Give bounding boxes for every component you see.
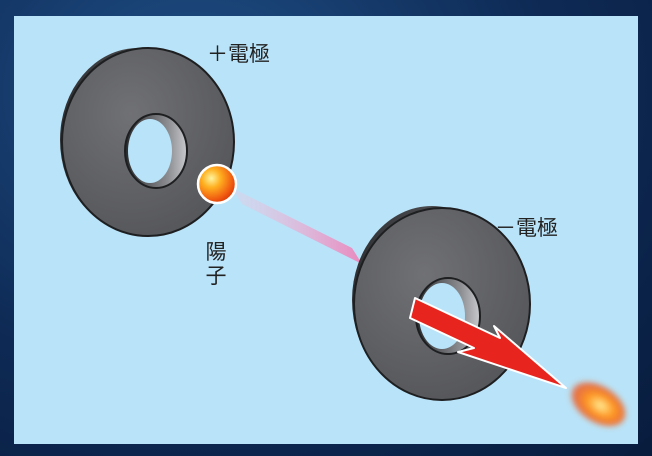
negative-electrode-label: －電極	[495, 216, 558, 240]
positive-electrode-label: ＋電極	[207, 42, 270, 66]
proton-beam	[232, 188, 362, 264]
proton-sphere	[196, 163, 238, 205]
proton-label: 陽子	[205, 240, 227, 288]
accelerated-proton-glow	[570, 381, 626, 427]
acceleration-arrow	[409, 297, 567, 389]
positive-electrode	[60, 47, 235, 237]
